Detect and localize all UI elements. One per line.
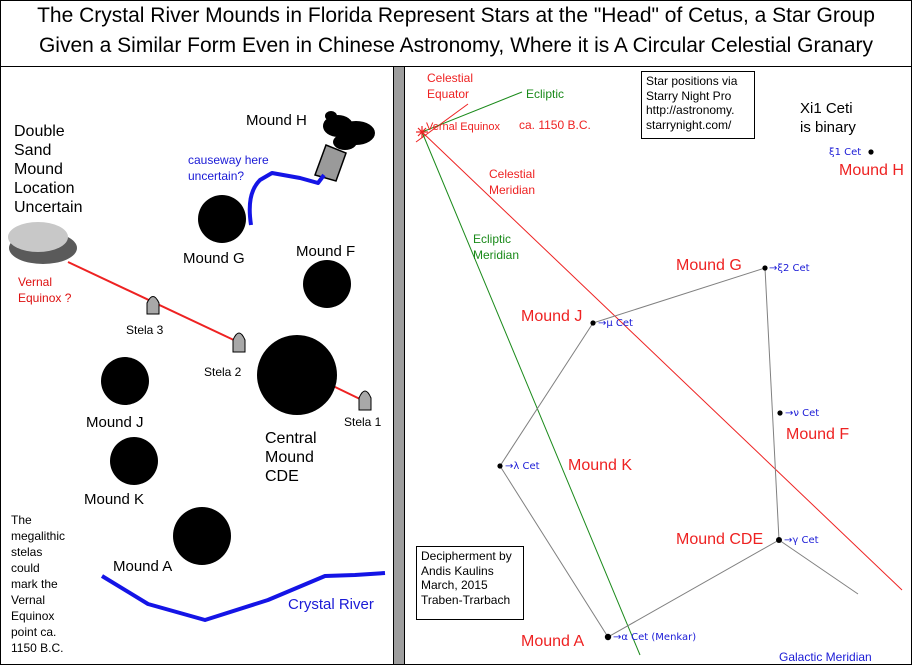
header-divider [0, 66, 912, 67]
title-line-1: The Crystal River Mounds in Florida Repr… [37, 4, 875, 27]
causeway-label: causeway here uncertain? [188, 153, 272, 183]
mound-j-star-label: Mound J [521, 308, 582, 325]
left-site-map: Double Sand Mound Location Uncertain Ver… [8, 111, 386, 655]
mound-g-label: Mound G [183, 250, 245, 267]
star-nu [777, 410, 783, 416]
star-positions-line-4: starrynight.com/ [646, 117, 732, 132]
mound-h-star-label: Mound H [839, 162, 904, 179]
decipherment-line-3: March, 2015 [421, 578, 488, 592]
left-vernal-equinox-label: Vernal Equinox ? [18, 275, 72, 305]
date-label: ca. 1150 B.C. [519, 118, 591, 132]
star-xi2 [762, 265, 768, 271]
star-positions-line-3: http://astronomy. [646, 103, 735, 117]
mound-h-shape [314, 111, 375, 182]
celestial-equator-line [415, 103, 469, 143]
galactic-meridian-label: Galactic Meridian [779, 650, 872, 664]
mound-f-star-label: Mound F [786, 426, 849, 443]
celestial-meridian-line [421, 131, 903, 591]
star-alpha [604, 633, 612, 641]
mound-cde-star-label: Mound CDE [676, 531, 763, 548]
star-positions-note: Star positions via Starry Night Pro http… [641, 71, 755, 139]
panel-divider [393, 67, 405, 664]
ecliptic-line [421, 91, 523, 133]
mound-k-star-label: Mound K [568, 457, 632, 474]
mound-a-label: Mound A [113, 558, 172, 575]
star-mu [590, 320, 596, 326]
star-positions-line-2: Starry Night Pro [646, 88, 732, 103]
double-sand-mound [8, 222, 77, 264]
decipherment-note: Decipherment by Andis Kaulins March, 201… [416, 546, 524, 620]
vernal-equinox-label: Vernal Equinox [426, 121, 500, 133]
stela-3-shape [146, 296, 160, 315]
mound-a-shape [173, 507, 231, 565]
stela-1-shape [358, 390, 372, 411]
mound-f-shape [303, 260, 351, 308]
title-line-2: Given a Similar Form Even in Chinese Ast… [38, 34, 874, 57]
decipherment-line-2: Andis Kaulins [421, 563, 494, 578]
vernal-equinox-marker [416, 126, 428, 138]
mound-g-star-label: Mound G [676, 257, 742, 274]
mound-h-label: Mound H [246, 112, 307, 129]
central-mound-shape [257, 335, 337, 415]
galactic-meridian-line [778, 539, 859, 595]
star-gamma-label: →γ Cet [784, 535, 819, 546]
mound-f-label: Mound F [296, 243, 355, 260]
ecliptic-label: Ecliptic [526, 87, 564, 101]
celestial-equator-label: Celestial Equator [427, 71, 476, 101]
decipherment-line-4: Traben-Trarbach [421, 592, 511, 607]
double-sand-mound-label: Double Sand Mound Location Uncertain [14, 123, 82, 216]
celestial-meridian-label: Celestial Meridian [489, 167, 538, 197]
crystal-river-line [100, 571, 386, 622]
star-nu-label: →ν Cet [785, 408, 819, 419]
mound-j-label: Mound J [86, 414, 144, 431]
stela-3-label: Stela 3 [126, 323, 164, 337]
star-xi1-label: ξ1 Cet [829, 147, 861, 158]
megalithic-note: The megalithic stelas could mark the Ver… [11, 513, 68, 655]
star-xi2-label: →ξ2 Cet [769, 263, 810, 274]
stela-1-label: Stela 1 [344, 415, 382, 429]
star-xi1 [868, 149, 874, 155]
central-mound-label: Central Mound CDE [265, 430, 321, 485]
stela-2-shape [232, 332, 246, 353]
mound-j-shape [101, 357, 149, 405]
star-gamma [776, 537, 782, 543]
decipherment-line-1: Decipherment by [421, 549, 512, 563]
star-mu-label: →μ Cet [598, 318, 633, 329]
xi1-binary-note: Xi1 Ceti is binary [800, 100, 857, 136]
right-star-chart: ξ1 Cet →ξ2 Cet →μ Cet →ν Cet →λ Cet →γ C… [415, 71, 904, 664]
mound-k-label: Mound K [84, 491, 144, 508]
stela-2-label: Stela 2 [204, 365, 242, 379]
crystal-river-label: Crystal River [288, 596, 374, 613]
ecliptic-meridian-label: Ecliptic Meridian [473, 232, 519, 262]
star-lambda-label: →λ Cet [505, 461, 540, 472]
mound-k-shape [110, 437, 158, 485]
cetus-head-figure [499, 267, 780, 638]
ecliptic-meridian-line [421, 131, 641, 656]
star-alpha-label: →α Cet (Menkar) [613, 632, 696, 643]
star-lambda [497, 463, 503, 469]
star-positions-line-1: Star positions via [646, 74, 738, 88]
stela1-alignment-line [332, 385, 363, 401]
causeway-path [247, 171, 326, 226]
mound-a-star-label: Mound A [521, 633, 584, 650]
mound-g-shape [198, 195, 246, 243]
